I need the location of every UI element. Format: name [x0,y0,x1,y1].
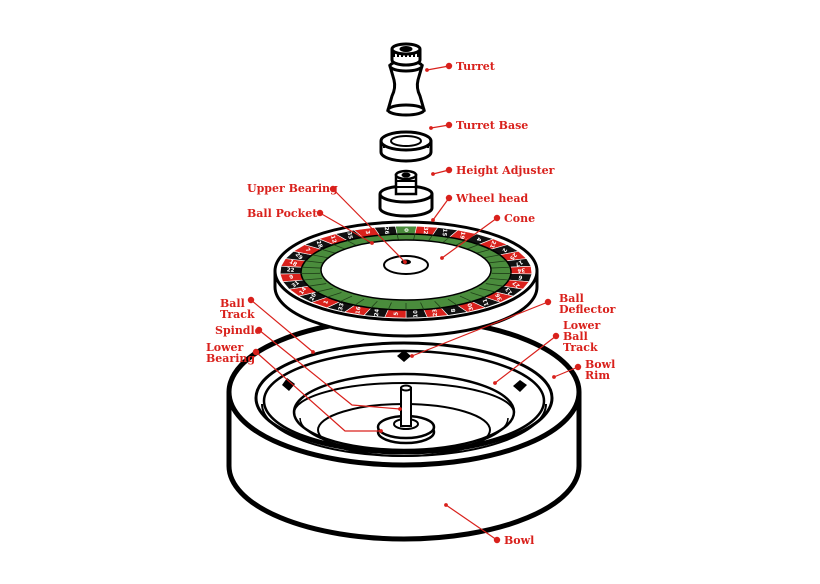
pocket-separator [490,278,509,281]
pocket-number: 20 [309,292,318,302]
pocket-separator [434,300,442,309]
label-wheel-head: Wheel head [456,192,529,205]
pocket-number: 5 [394,312,400,316]
pocket-number: 27 [512,279,522,289]
pocket-number: 30 [467,302,475,311]
label-height-adjuster: Height Adjuster [456,164,555,177]
pocket-number: 28 [315,240,324,250]
pocket-number: 7 [304,247,311,254]
label-lower-bearing: Lower Bearing [206,341,256,365]
pocket-separator [305,260,324,264]
pocket-number: 15 [441,228,448,237]
pocket-number: 35 [346,231,353,240]
label-bowl-rim: Bowl Rim [585,358,616,382]
spindle-assembly [376,384,436,445]
pocket-number: 13 [505,286,514,296]
pocket-number: 21 [488,239,497,249]
pocket-number: 1 [323,300,330,306]
pocket-separator [312,254,330,259]
pocket-number: 19 [458,231,465,240]
pocket-separator [301,266,321,269]
pocket-number: 25 [508,251,518,261]
ball-deflector-diamonds [282,350,527,392]
label-cone: Cone [504,212,536,225]
pocket-number: 23 [432,308,439,316]
pocket-number: 2 [500,247,507,254]
pocket-number: 16 [355,306,362,315]
pocket-separator [316,287,333,293]
pocket-number: 8 [451,308,458,313]
pocket-separator [327,292,342,298]
label-turret-base: Turret Base [456,119,529,132]
label-spindle: Spindle [215,324,262,337]
pocket-separator [321,249,337,254]
pocket-number: 34 [517,266,525,273]
label-lower-ball-track: Lower Ball Track [563,319,601,354]
pocket-separator [370,300,378,309]
pocket-number: 0 [403,228,409,232]
pocket-number: 22 [286,267,294,274]
pocket-number: 33 [338,302,346,311]
height-adjuster [378,169,434,218]
label-ball-pocket: Ball Pocket [247,207,318,220]
label-bowl: Bowl [504,534,535,547]
pocket-number: 36 [495,292,504,302]
pocket-separator [482,254,500,259]
pocket-number: 10 [413,310,419,318]
pocket-number: 11 [482,297,490,306]
pocket-separator [479,287,496,293]
leader-lines [247,62,582,544]
pocket-separator [339,295,353,302]
turret-base [379,130,433,163]
pocket-number: 29 [294,252,304,262]
pocket-number: 32 [422,227,428,235]
pocket-number: 9 [289,274,295,281]
pocket-separator [308,283,327,287]
pocket-number: 4 [475,236,482,242]
pocket-separator [491,266,511,269]
pocket-separator [470,292,485,298]
turret [386,42,426,117]
pocket-separator [420,302,425,310]
pocket-number: 18 [288,259,298,268]
pocket-separator [447,298,458,306]
pocket-number: 24 [374,308,381,316]
label-turret: Turret [456,60,495,73]
pocket-separator [387,302,392,310]
pocket-number: 31 [291,280,301,290]
pocket-number: 12 [329,235,337,244]
pocket-number: 6 [518,273,524,280]
pocket-separator [303,278,322,281]
pocket-number: 14 [299,286,308,296]
label-ball-track: Ball Track [220,297,255,321]
pocket-separator [485,283,504,287]
pocket-number: 17 [514,258,524,267]
pocket-number: 26 [383,227,389,235]
pocket-number: 3 [364,230,370,235]
pocket-separator [459,295,473,302]
pocket-separator [354,298,365,306]
pocket-separator [488,260,507,264]
label-upper-bearing: Upper Bearing [247,182,338,195]
pocket-separator [475,249,491,254]
label-ball-deflector: Ball Deflector [559,292,616,316]
